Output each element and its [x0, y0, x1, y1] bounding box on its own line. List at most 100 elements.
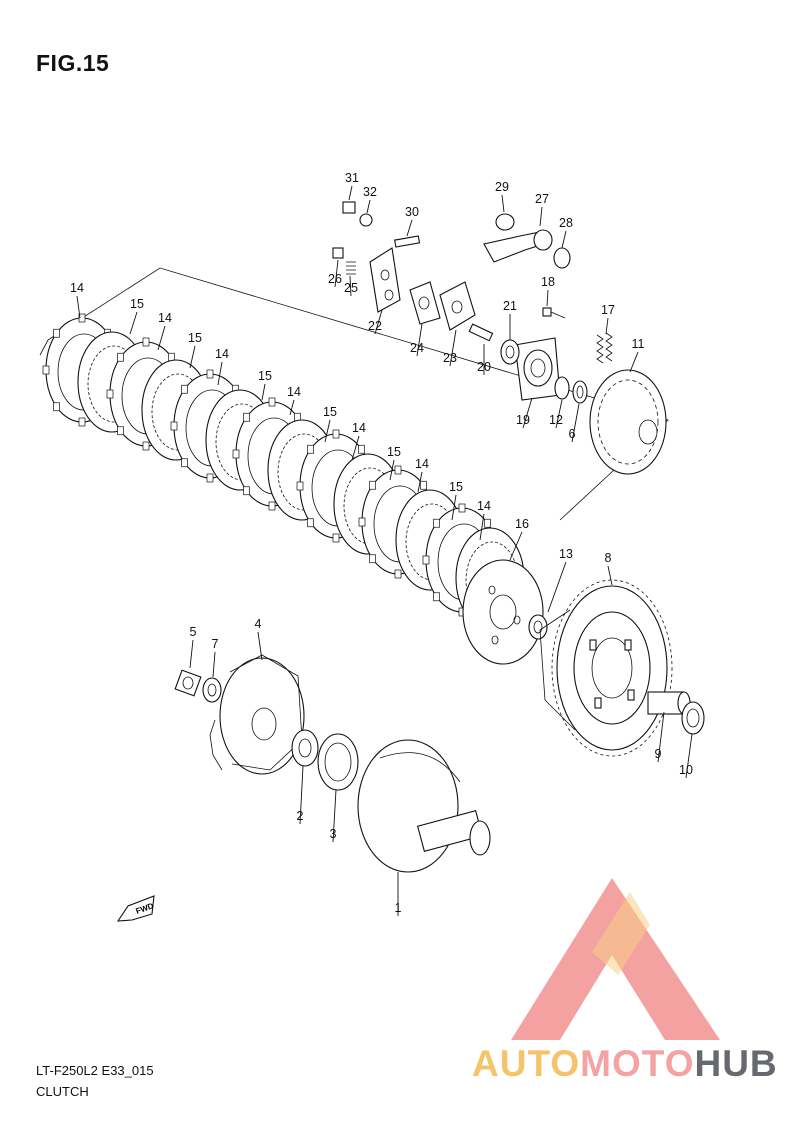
snap-ring-29: [495, 213, 515, 231]
callout-3: 3: [330, 827, 337, 841]
callout-leader: [257, 631, 263, 661]
callout-leader: [332, 789, 337, 843]
oil-seal-28: [553, 247, 571, 269]
callout-leader: [547, 561, 567, 613]
bolt-18: [542, 307, 566, 319]
callout-leader: [351, 435, 360, 461]
callout-leader: [416, 323, 423, 357]
callout-leader: [217, 361, 223, 386]
callout-leader: [685, 733, 693, 779]
callout-leader: [324, 419, 331, 443]
release-arm: [483, 229, 553, 263]
callout-leader: [289, 399, 295, 416]
callout-6: 6: [569, 427, 576, 441]
callout-15: 15: [387, 445, 401, 459]
callout-27: 27: [535, 192, 549, 206]
callout-14: 14: [158, 311, 172, 325]
callout-15: 15: [449, 480, 463, 494]
callout-leader: [501, 194, 505, 213]
callout-leader: [389, 459, 395, 481]
callout-leader: [479, 513, 485, 541]
callout-9: 9: [655, 747, 662, 761]
callout-leader: [76, 295, 81, 319]
watermark-part-2: MOTO: [580, 1043, 695, 1084]
callout-15: 15: [258, 369, 272, 383]
callout-5: 5: [190, 625, 197, 639]
callout-11: 11: [632, 337, 645, 351]
lock-nut-26: [332, 247, 344, 259]
callout-leader: [129, 311, 138, 335]
callout-layer: 1234567891011121314141414141414151515151…: [70, 171, 693, 916]
pressure-plate: [462, 559, 544, 665]
callout-leader: [349, 275, 352, 297]
nut-31: [342, 201, 356, 214]
clutch-spring: [596, 332, 613, 364]
callout-14: 14: [70, 281, 84, 295]
callout-leader: [555, 399, 563, 429]
callout-leader: [522, 397, 533, 429]
callout-21: 21: [503, 299, 517, 313]
callout-17: 17: [601, 303, 615, 317]
callout-14: 14: [352, 421, 366, 435]
callout-8: 8: [605, 551, 612, 565]
clutch-nut: [174, 669, 202, 697]
callout-leader: [366, 199, 371, 214]
callout-leader: [334, 259, 339, 288]
callout-leader: [189, 639, 194, 669]
callout-23: 23: [443, 351, 457, 365]
callout-7: 7: [212, 637, 219, 651]
callout-leader: [157, 325, 166, 351]
callout-leader: [299, 765, 304, 825]
callout-24: 24: [410, 341, 424, 355]
callout-14: 14: [477, 499, 491, 513]
release-pin: [468, 323, 494, 342]
callout-31: 31: [345, 171, 359, 185]
callout-15: 15: [130, 297, 144, 311]
washer-32: [359, 213, 373, 227]
model-code: LT-F250L2 E33_015: [36, 1063, 154, 1078]
callout-leader: [546, 289, 549, 307]
centrifugal-clutch: [209, 654, 305, 775]
callout-leader: [629, 351, 639, 373]
clutch-sleeve-hub: [589, 369, 667, 475]
callout-leader: [406, 219, 413, 237]
thrust-washer: [528, 614, 548, 640]
callout-leader: [348, 185, 353, 201]
figure-title: FIG.15: [36, 50, 110, 76]
clutch-housing: [539, 579, 673, 757]
callout-30: 30: [405, 205, 419, 219]
callout-29: 29: [495, 180, 509, 194]
release-plate: [514, 337, 561, 401]
forward-arrow-icon: FWD: [116, 895, 155, 922]
callout-25: 25: [344, 281, 358, 295]
callout-15: 15: [188, 331, 202, 345]
callout-leader: [657, 711, 665, 763]
adjuster-screw: [346, 261, 356, 275]
callout-14: 14: [215, 347, 229, 361]
washer-12: [554, 376, 570, 400]
callout-26: 26: [328, 272, 342, 286]
section-name: CLUTCH: [36, 1084, 89, 1099]
callout-14: 14: [415, 457, 429, 471]
one-way-clutch: [317, 733, 359, 791]
callout-leader: [571, 403, 580, 443]
clutch-drum: [357, 739, 491, 873]
callout-leader: [561, 230, 567, 249]
watermark-logo-icon: [511, 878, 720, 1040]
cam-plate-24: [409, 281, 441, 325]
callout-16: 16: [515, 517, 529, 531]
callout-leader: [509, 531, 523, 561]
callout-20: 20: [477, 360, 491, 374]
callout-1: 1: [395, 901, 402, 915]
callout-2: 2: [297, 809, 304, 823]
spacer-washer: [681, 701, 705, 735]
cam-plate-23: [439, 281, 476, 331]
callout-leader: [374, 309, 383, 335]
bolt-30: [394, 235, 421, 248]
watermark-text: AUTOMOTOHUB: [472, 1043, 778, 1085]
washer-6: [572, 380, 588, 404]
callout-leader: [607, 565, 613, 586]
callout-10: 10: [679, 763, 693, 777]
callout-12: 12: [549, 413, 563, 427]
